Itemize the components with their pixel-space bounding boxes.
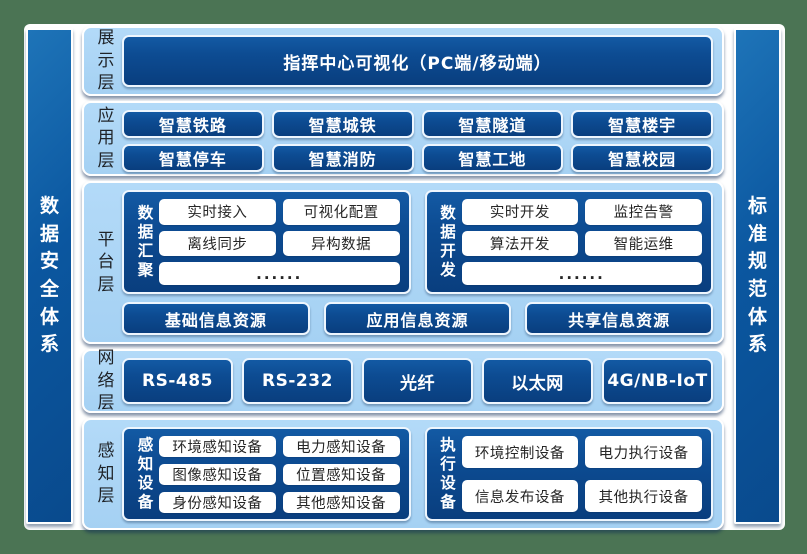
layer-network-label: 网络层 [97, 348, 115, 414]
sensing-devices-label: 感知设备 [137, 436, 155, 511]
network-box-rs232: RS-232 [242, 358, 353, 404]
pillar-standards-label: 标准规范体系 [747, 195, 767, 356]
network-box-fiber: 光纤 [362, 358, 473, 404]
layer-application-label-wrap: 应用层 [90, 106, 122, 171]
display-title-box: 指挥中心可视化（PC端/移动端） [122, 35, 713, 87]
layer-perception-label: 感知层 [97, 441, 115, 507]
network-box-ethernet: 以太网 [482, 358, 593, 404]
dev-box-smart-ops: 智能运维 [585, 230, 702, 257]
layer-perception-label-wrap: 感知层 [90, 427, 122, 521]
layer-application: 应用层 智慧铁路 智慧城铁 智慧隧道 智慧楼宇 智慧停车 智慧消防 智慧工地 智… [82, 101, 724, 176]
layer-perception: 感知层 感知设备 环境感知设备 电力感知设备 图像感知设备 位置感知设备 身份感… [82, 418, 724, 530]
sense-box-image: 图像感知设备 [159, 464, 276, 485]
resource-box-shared-info: 共享信息资源 [525, 302, 713, 335]
sense-box-other: 其他感知设备 [282, 492, 400, 513]
sense-box-identity: 身份感知设备 [159, 492, 276, 513]
app-box-smart-railway: 智慧铁路 [122, 110, 264, 138]
dev-box-more: ...... [461, 262, 702, 285]
execution-devices-label-wrap: 执行设备 [436, 436, 462, 512]
app-box-smart-fire: 智慧消防 [271, 144, 414, 172]
layer-network-label-wrap: 网络层 [90, 348, 122, 413]
execution-devices-label: 执行设备 [440, 436, 457, 511]
resource-box-app-info: 应用信息资源 [323, 302, 512, 335]
app-box-smart-tunnel: 智慧隧道 [421, 110, 564, 138]
layer-network: 网络层 RS-485 RS-232 光纤 以太网 4G/NB-IoT [82, 348, 724, 413]
layer-platform: 平台层 数据汇聚 实时接入 可视化配置 离线同步 异构数据 ...... [82, 181, 724, 344]
platform-group-data-development: 数据开发 实时开发 监控告警 算法开发 智能运维 ...... [424, 190, 713, 294]
pillar-standards: 标准规范体系 [734, 28, 781, 524]
resource-box-basic-info: 基础信息资源 [122, 302, 310, 335]
pillar-data-security: 数据安全体系 [26, 28, 73, 524]
agg-box-heterogeneous: 异构数据 [282, 230, 400, 257]
data-development-label: 数据开发 [440, 204, 457, 279]
exec-box-info-publish: 信息发布设备 [461, 480, 579, 512]
perception-group-sensing-devices: 感知设备 环境感知设备 电力感知设备 图像感知设备 位置感知设备 身份感知设备 … [122, 427, 411, 521]
dev-box-realtime-dev: 实时开发 [461, 199, 579, 225]
layer-display: 展示层 指挥中心可视化（PC端/移动端） [82, 26, 724, 96]
perception-group-execution-devices: 执行设备 环境控制设备 电力执行设备 信息发布设备 其他执行设备 [424, 427, 713, 521]
app-box-smart-site: 智慧工地 [421, 144, 564, 172]
layer-application-label: 应用层 [97, 105, 115, 171]
data-aggregation-label: 数据汇聚 [137, 204, 155, 279]
exec-box-other-exec: 其他执行设备 [585, 480, 702, 512]
platform-group-data-aggregation: 数据汇聚 实时接入 可视化配置 离线同步 异构数据 ...... [122, 190, 411, 294]
exec-box-env-control: 环境控制设备 [461, 436, 579, 468]
data-development-label-wrap: 数据开发 [436, 199, 462, 285]
agg-box-offline-sync: 离线同步 [159, 230, 276, 257]
network-box-rs485: RS-485 [122, 358, 233, 404]
dev-box-algorithm-dev: 算法开发 [461, 230, 579, 257]
sense-box-power: 电力感知设备 [282, 436, 400, 457]
data-aggregation-label-wrap: 数据汇聚 [133, 199, 159, 285]
agg-box-more: ...... [159, 262, 400, 285]
app-box-smart-parking: 智慧停车 [122, 144, 264, 172]
layer-display-label: 展示层 [97, 28, 115, 94]
app-box-smart-campus: 智慧校园 [571, 144, 713, 172]
layer-platform-label: 平台层 [97, 229, 115, 295]
exec-box-power-exec: 电力执行设备 [585, 436, 702, 468]
app-box-smart-metro: 智慧城铁 [271, 110, 414, 138]
layer-platform-label-wrap: 平台层 [90, 190, 122, 335]
agg-box-realtime-access: 实时接入 [159, 199, 276, 225]
pillar-data-security-label: 数据安全体系 [39, 195, 59, 356]
dev-box-monitor-alert: 监控告警 [585, 199, 702, 225]
network-box-4g-nbiot: 4G/NB-IoT [602, 358, 713, 404]
sense-box-environment: 环境感知设备 [159, 436, 276, 457]
app-box-smart-building: 智慧楼宇 [571, 110, 713, 138]
layer-display-label-wrap: 展示层 [90, 28, 122, 93]
sense-box-position: 位置感知设备 [282, 464, 400, 485]
agg-box-visual-config: 可视化配置 [282, 199, 400, 225]
sensing-devices-label-wrap: 感知设备 [133, 436, 159, 512]
